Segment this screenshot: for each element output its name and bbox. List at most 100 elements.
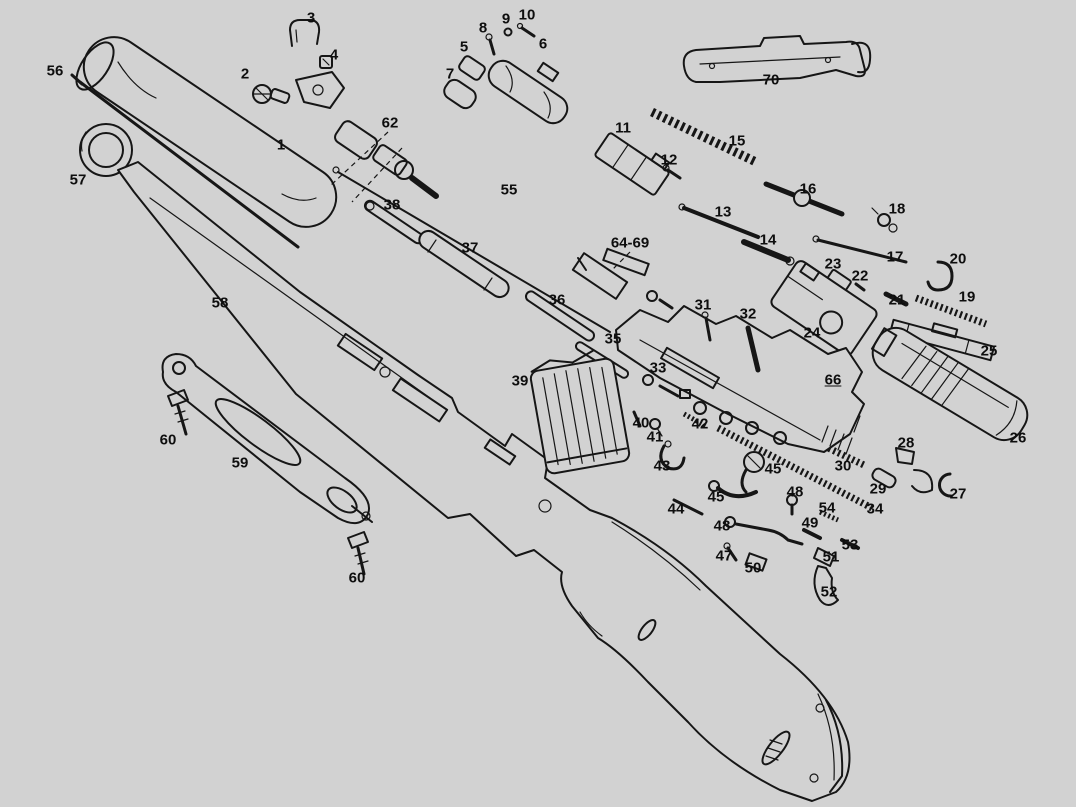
part-screw-60-rear: [347, 531, 369, 576]
part-front-sight-knob-2: [252, 84, 291, 104]
part-rod-14: [741, 239, 795, 266]
part-spring-19: [914, 294, 988, 328]
part-label-2: 2: [240, 65, 250, 83]
part-label-55: 55: [500, 181, 518, 199]
part-pin-10: [516, 22, 536, 38]
part-rod-36: [524, 290, 596, 342]
part-bracket-28: [895, 447, 934, 494]
part-label-33: 33: [649, 359, 667, 377]
part-label-57: 57: [69, 171, 87, 189]
part-label-43: 43: [653, 457, 671, 475]
part-operating-rod-55: [332, 166, 611, 333]
part-receiver-cover-70: [682, 35, 872, 83]
part-label-54: 54: [818, 499, 836, 517]
part-pin-31: [701, 311, 712, 342]
part-gas-plug-7: [443, 78, 477, 110]
part-locking-block-11: [594, 132, 671, 196]
part-label-41: 41: [646, 428, 664, 446]
part-block-50: [744, 552, 768, 572]
part-rod-32: [745, 325, 761, 373]
part-label-14: 14: [759, 231, 777, 249]
part-label-39: 39: [511, 372, 529, 390]
part-gas-piston-5: [458, 55, 486, 81]
part-stock-58: [117, 161, 851, 802]
part-label-1: 1: [276, 136, 286, 154]
part-label-60: 60: [348, 569, 366, 587]
part-label-22: 22: [851, 267, 869, 285]
part-gas-cylinder-37: [418, 229, 510, 299]
part-label-49: 49: [801, 514, 819, 532]
part-label-26: 26: [1009, 429, 1027, 447]
part-label-20: 20: [949, 250, 967, 268]
part-label-47: 47: [715, 547, 733, 565]
part-rod-17: [812, 235, 908, 264]
part-label-32: 32: [739, 305, 757, 323]
part-hammer-45: [740, 451, 765, 494]
part-barrel-collar-62: [329, 120, 439, 203]
part-label-56: 56: [46, 62, 64, 80]
part-spring-54: [818, 509, 840, 523]
part-bolt-26: [870, 326, 1029, 442]
part-sear-51: [813, 547, 835, 567]
part-pin-41: [649, 418, 663, 437]
part-label-23: 23: [824, 255, 842, 273]
part-bolt-carrier-24: [770, 260, 878, 356]
part-trigger-guard-59: [161, 353, 373, 525]
part-label-51: 51: [822, 548, 840, 566]
part-hook-20: [926, 260, 954, 292]
part-screw-48b: [724, 516, 736, 528]
part-label-70: 70: [762, 71, 780, 89]
part-label-34: 34: [866, 500, 884, 518]
part-label-3: 3: [306, 9, 316, 27]
part-front-sight-base: [295, 71, 345, 109]
part-circlip-27: [938, 472, 953, 498]
part-pin-12: [662, 164, 682, 180]
part-sear-bar: [734, 522, 804, 546]
part-muzzle-cap-3: [289, 19, 321, 47]
part-pin-40: [632, 410, 642, 428]
part-plunger-29: [871, 467, 897, 489]
part-label-4: 4: [329, 46, 339, 64]
part-screw-48a: [786, 494, 798, 516]
part-label-25: 25: [980, 342, 998, 360]
part-trigger-52: [813, 565, 839, 606]
part-screw-60-front: [167, 389, 189, 436]
part-handguard-1: [75, 36, 338, 228]
part-label-52: 52: [820, 583, 838, 601]
part-lever-45b: [708, 480, 758, 499]
part-label-31: 31: [694, 296, 712, 314]
part-label-64-69: 64-69: [610, 234, 650, 252]
part-label-45: 45: [707, 488, 725, 506]
part-ball-9: [503, 27, 513, 37]
part-label-53: 53: [841, 536, 859, 554]
part-screw-8: [485, 33, 496, 56]
part-barrel-band-57: [79, 123, 133, 177]
part-label-18: 18: [888, 200, 906, 218]
part-catch-18: [871, 207, 898, 233]
part-magazine-39: [529, 349, 631, 475]
part-pins-33: [642, 374, 691, 399]
part-label-66: 66: [824, 371, 842, 389]
part-label-30: 30: [834, 457, 852, 475]
part-label-29: 29: [869, 480, 887, 498]
part-label-42: 42: [691, 415, 709, 433]
part-label-38: 38: [383, 196, 401, 214]
part-hook-43: [659, 440, 686, 471]
part-label-21: 21: [888, 291, 906, 309]
part-label-15: 15: [728, 132, 746, 150]
part-label-59: 59: [231, 454, 249, 472]
part-label-48: 48: [786, 483, 804, 501]
part-rear-sight-64-69: [571, 247, 674, 310]
part-label-16: 16: [799, 180, 817, 198]
part-label-9: 9: [501, 10, 511, 28]
part-pin-53: [840, 538, 860, 550]
part-receiver-66: [615, 305, 865, 455]
part-pin-22: [854, 282, 866, 292]
part-label-6: 6: [538, 35, 548, 53]
part-firing-pin-13: [678, 203, 760, 239]
part-label-35: 35: [604, 330, 622, 348]
part-label-45: 45: [764, 460, 782, 478]
part-label-12: 12: [660, 151, 678, 169]
